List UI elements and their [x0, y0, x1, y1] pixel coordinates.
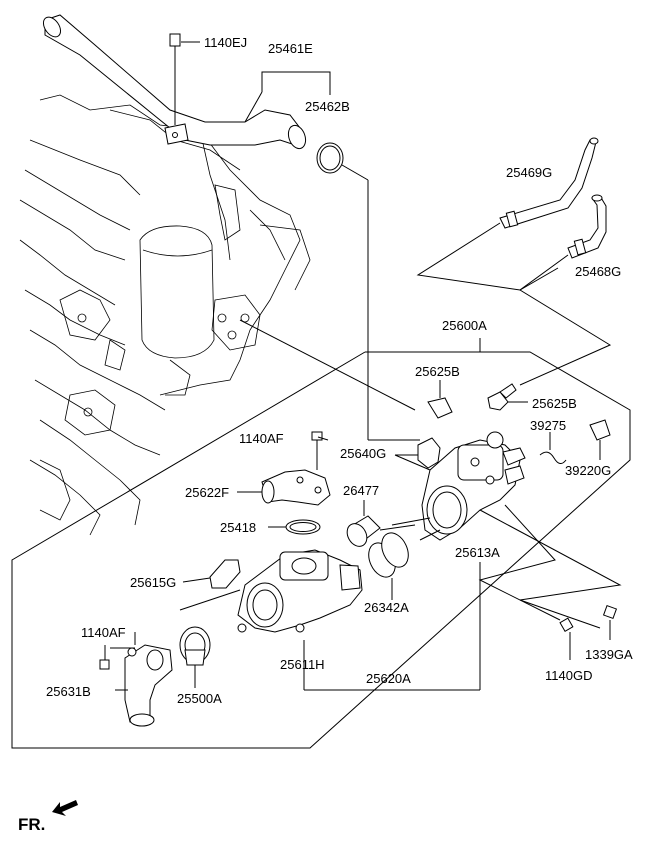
front-arrow-icon [52, 800, 78, 816]
label-1140af-top: 1140AF [239, 431, 284, 446]
leader-lines [110, 319, 622, 649]
bolt-1140af-bottom [99, 645, 110, 670]
label-25631b: 25631B [46, 684, 91, 699]
label-1140ej: 1140EJ [204, 35, 247, 50]
label-25418: 25418 [220, 520, 256, 535]
label-26477: 26477 [343, 483, 379, 498]
oring-25462b [316, 142, 420, 441]
clip-39275 [539, 432, 567, 464]
hose-25469g [416, 137, 599, 291]
label-1140af-bottom: 1140AF [81, 625, 126, 640]
label-25625b-left: 25625B [415, 364, 460, 379]
bolt-1140af-top [311, 431, 323, 470]
label-39220g: 39220G [565, 463, 611, 478]
label-39275: 39275 [530, 418, 566, 433]
engine-block-outline [19, 94, 311, 536]
fitting-25625b-right [487, 383, 528, 411]
callout-25461e [244, 71, 331, 123]
label-25625b-right: 25625B [532, 396, 577, 411]
gasket-25615g [209, 559, 241, 589]
elbow-25622f [261, 469, 331, 506]
bolt-1140ej [169, 33, 200, 125]
label-25622f: 25622F [185, 485, 229, 500]
label-25640g: 25640G [340, 446, 386, 461]
housing-25611h [237, 549, 481, 691]
sensor-39220g [589, 419, 611, 460]
bolt-1339ga [602, 604, 618, 640]
label-25468g: 25468G [575, 264, 621, 279]
label-25461e: 25461E [268, 41, 313, 56]
gasket-25640g [395, 437, 441, 469]
label-25600a: 25600A [442, 318, 487, 333]
label-25462b: 25462B [305, 99, 350, 114]
label-25611h: 25611H [280, 657, 325, 672]
label-1339ga: 1339GA [585, 647, 633, 662]
label-25500a: 25500A [177, 691, 222, 706]
oring-25418 [285, 519, 321, 535]
water-pipe-25461e [42, 14, 307, 150]
label-25615g: 25615G [130, 575, 176, 590]
fitting-25625b-left [427, 380, 453, 419]
label-25469g: 25469G [506, 165, 552, 180]
bolt-1140gd [559, 617, 574, 660]
hose-25468g [519, 194, 612, 386]
label-26342a: 26342A [364, 600, 409, 615]
hose-26477 [346, 500, 381, 547]
label-1140gd: 1140GD [545, 668, 592, 683]
inlet-25631b [115, 644, 173, 727]
label-25613a: 25613A [455, 545, 500, 560]
thermostat-25500a [179, 626, 211, 688]
assembly-frame [11, 338, 631, 749]
hose-26342a [368, 524, 416, 600]
front-direction-label: FR. [18, 815, 45, 834]
housing-25613a [421, 431, 526, 541]
label-25620a: 25620A [366, 671, 411, 686]
